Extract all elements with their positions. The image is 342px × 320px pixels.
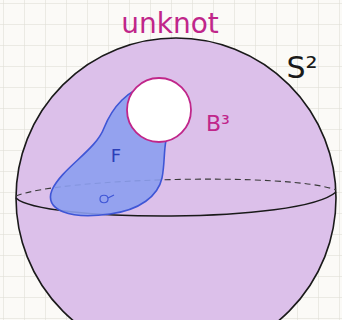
sphere: [16, 38, 336, 320]
unknot-boundary: [127, 78, 191, 142]
surface-label: F: [111, 147, 121, 165]
sphere-label: S²: [286, 53, 317, 83]
surface-mark: [100, 195, 114, 203]
knot-label: unknot: [121, 10, 219, 38]
ball-label: B³: [206, 113, 230, 135]
